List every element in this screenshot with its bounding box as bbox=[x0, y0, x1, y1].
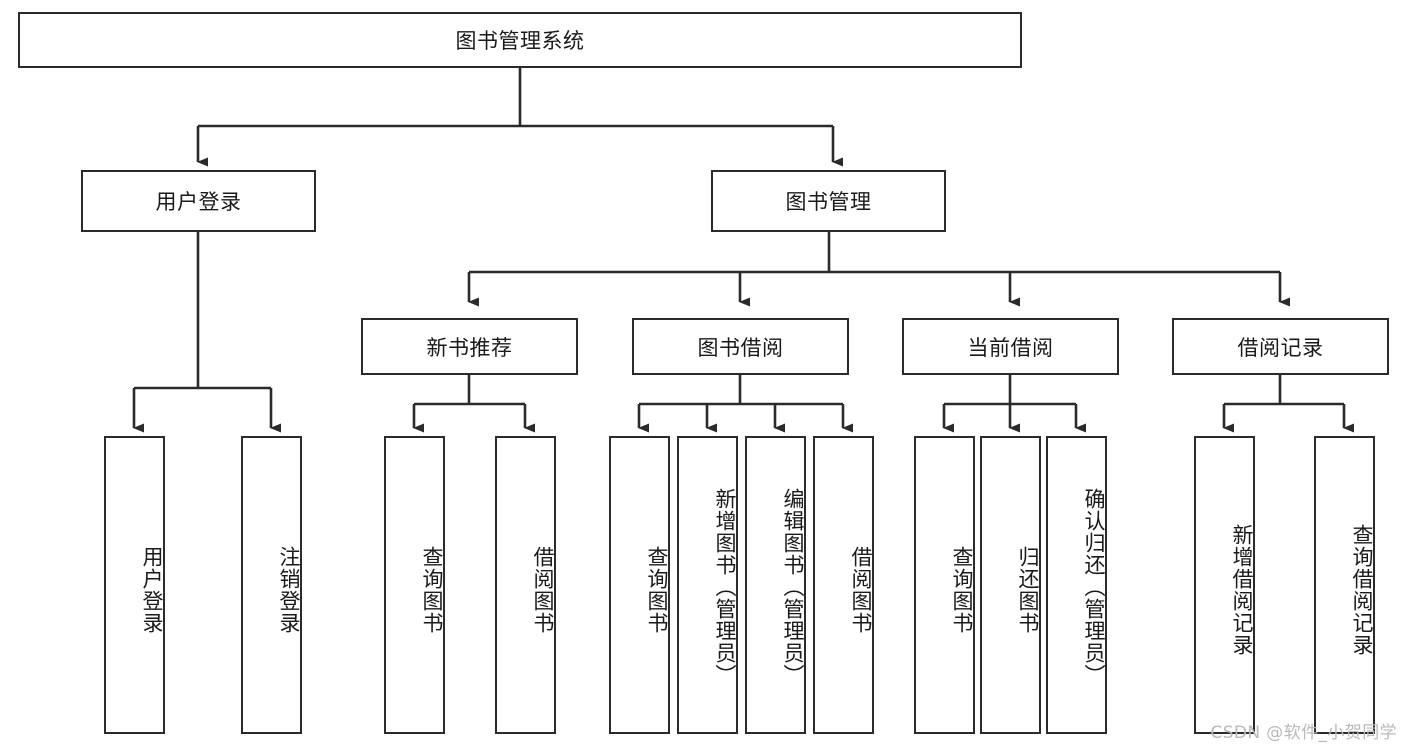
leaf-label: 借阅图书 bbox=[849, 546, 873, 634]
node-borrow-record[interactable]: 借阅记录 bbox=[1172, 318, 1389, 375]
leaf-label: 查询图书 bbox=[420, 546, 444, 634]
node-root-label: 图书管理系统 bbox=[455, 29, 585, 53]
leaf-label: 注销登录 bbox=[277, 546, 301, 634]
leaf-user-login-login[interactable]: 用户登录 bbox=[104, 436, 165, 734]
leaf-label: 编辑图书（管理员） bbox=[781, 488, 805, 686]
leaf-borrow-edit-book-admin[interactable]: 编辑图书（管理员） bbox=[745, 436, 806, 734]
leaf-label: 查询图书 bbox=[645, 546, 669, 634]
node-book-borrow[interactable]: 图书借阅 bbox=[632, 318, 849, 375]
leaf-label: 确认归还（管理员） bbox=[1082, 488, 1106, 686]
leaf-borrow-query-book[interactable]: 查询图书 bbox=[609, 436, 670, 734]
node-current-borrow-label: 当前借阅 bbox=[967, 335, 1054, 360]
leaf-current-query-book[interactable]: 查询图书 bbox=[914, 436, 975, 734]
leaf-label: 用户登录 bbox=[140, 546, 164, 634]
node-root[interactable]: 图书管理系统 bbox=[18, 12, 1022, 68]
leaf-new-book-borrow[interactable]: 借阅图书 bbox=[495, 436, 556, 734]
node-new-book-recommend-label: 新书推荐 bbox=[426, 335, 513, 360]
leaf-borrow-add-book-admin[interactable]: 新增图书（管理员） bbox=[677, 436, 738, 734]
leaf-label: 查询图书 bbox=[950, 546, 974, 634]
leaf-current-confirm-return-admin[interactable]: 确认归还（管理员） bbox=[1046, 436, 1107, 734]
node-book-management-label: 图书管理 bbox=[785, 190, 872, 214]
leaf-borrow-borrow-book[interactable]: 借阅图书 bbox=[813, 436, 874, 734]
leaf-label: 查询借阅记录 bbox=[1350, 524, 1374, 656]
node-book-borrow-label: 图书借阅 bbox=[697, 335, 784, 360]
leaf-record-add[interactable]: 新增借阅记录 bbox=[1194, 436, 1255, 734]
leaf-new-book-query[interactable]: 查询图书 bbox=[384, 436, 445, 734]
leaf-current-return-book[interactable]: 归还图书 bbox=[980, 436, 1041, 734]
node-new-book-recommend[interactable]: 新书推荐 bbox=[361, 318, 578, 375]
leaf-record-query[interactable]: 查询借阅记录 bbox=[1314, 436, 1375, 734]
leaf-label: 新增图书（管理员） bbox=[713, 488, 737, 686]
leaf-label: 归还图书 bbox=[1016, 546, 1040, 634]
node-current-borrow[interactable]: 当前借阅 bbox=[902, 318, 1119, 375]
leaf-user-login-logout[interactable]: 注销登录 bbox=[241, 436, 302, 734]
node-user-login-label: 用户登录 bbox=[155, 190, 242, 214]
node-borrow-record-label: 借阅记录 bbox=[1237, 335, 1324, 360]
node-book-management[interactable]: 图书管理 bbox=[711, 170, 946, 232]
leaf-label: 新增借阅记录 bbox=[1230, 524, 1254, 656]
leaf-label: 借阅图书 bbox=[531, 546, 555, 634]
node-user-login[interactable]: 用户登录 bbox=[81, 170, 316, 232]
